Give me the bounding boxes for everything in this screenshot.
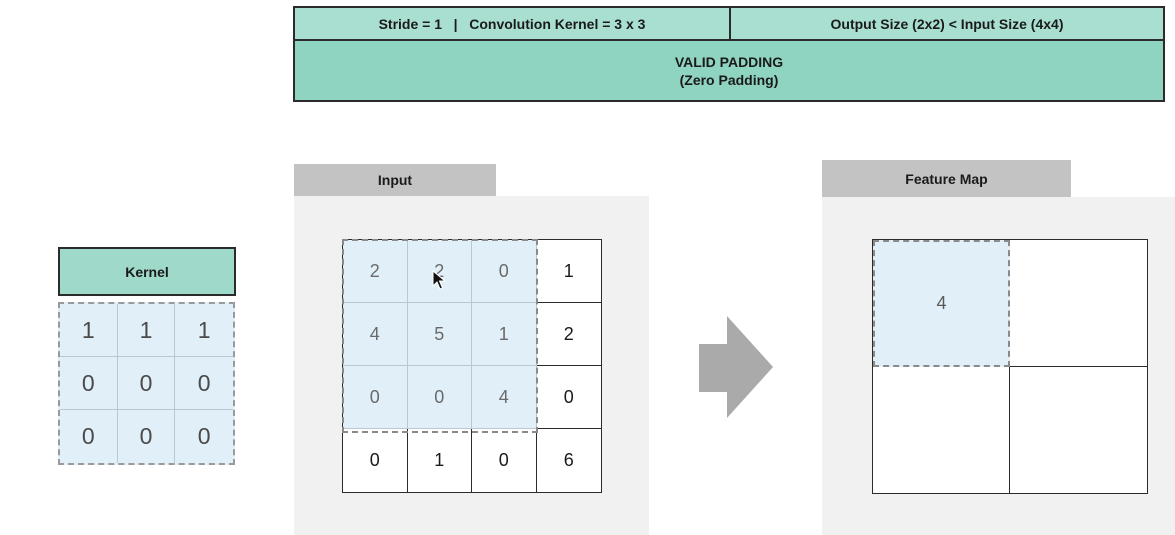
input-cell: 1 — [472, 303, 537, 366]
kernel-cell: 0 — [197, 423, 211, 449]
input-cell: 0 — [407, 366, 472, 429]
output-size-label: Output Size (2x2) < Input Size (4x4) — [731, 8, 1163, 39]
mouse-cursor-icon — [432, 270, 446, 290]
kernel-cell: 0 — [117, 357, 176, 410]
padding-subtitle: (Zero Padding) — [679, 71, 779, 88]
padding-title: VALID PADDING — [674, 53, 784, 70]
input-cell: 0 — [536, 366, 601, 429]
input-cell: 6 — [563, 450, 574, 470]
kernel-cell: 0 — [175, 357, 233, 410]
right-arrow-icon — [699, 316, 773, 418]
input-cell: 0 — [343, 429, 408, 492]
input-cell: 1 — [536, 240, 601, 303]
header-banner: Stride = 1 | Convolution Kernel = 3 x 3 … — [293, 6, 1165, 102]
kernel-grid: 1 1 1 0 0 0 0 0 0 — [58, 302, 235, 465]
feature-map-grid: 4 — [872, 239, 1148, 494]
kernel-cell: 1 — [60, 304, 118, 357]
kernel-cell: 0 — [60, 410, 118, 463]
kernel-cell: 0 — [60, 357, 118, 410]
feature-map-cell — [873, 366, 1010, 493]
kernel-cell: 1 — [175, 304, 233, 357]
input-cell: 2 — [536, 303, 601, 366]
input-cell: 2 — [343, 240, 408, 303]
feature-map-cell — [1010, 240, 1147, 367]
feature-map-cell — [1010, 367, 1147, 494]
input-cell: 0 — [472, 429, 537, 492]
feature-map-title: Feature Map — [822, 160, 1071, 197]
input-cell: 2 — [407, 240, 472, 303]
feature-map-cell: 4 — [873, 240, 1010, 367]
kernel-title: Kernel — [58, 247, 236, 296]
input-cell: 4 — [343, 303, 408, 366]
kernel-cell: 1 — [117, 304, 176, 357]
input-cell: 5 — [407, 303, 472, 366]
kernel-cell: 0 — [118, 410, 176, 463]
input-grid: 2 2 0 1 4 5 1 2 0 0 4 0 0 1 0 6 — [342, 239, 602, 493]
stride-kernel-label: Stride = 1 | Convolution Kernel = 3 x 3 — [295, 8, 731, 39]
input-title: Input — [294, 164, 496, 196]
padding-title-block: VALID PADDING (Zero Padding) — [295, 41, 1163, 100]
input-cell: 0 — [472, 240, 537, 303]
input-cell: 1 — [408, 429, 472, 492]
input-cell: 4 — [472, 366, 537, 429]
header-top-row: Stride = 1 | Convolution Kernel = 3 x 3 … — [295, 8, 1163, 41]
input-cell: 0 — [343, 366, 408, 429]
